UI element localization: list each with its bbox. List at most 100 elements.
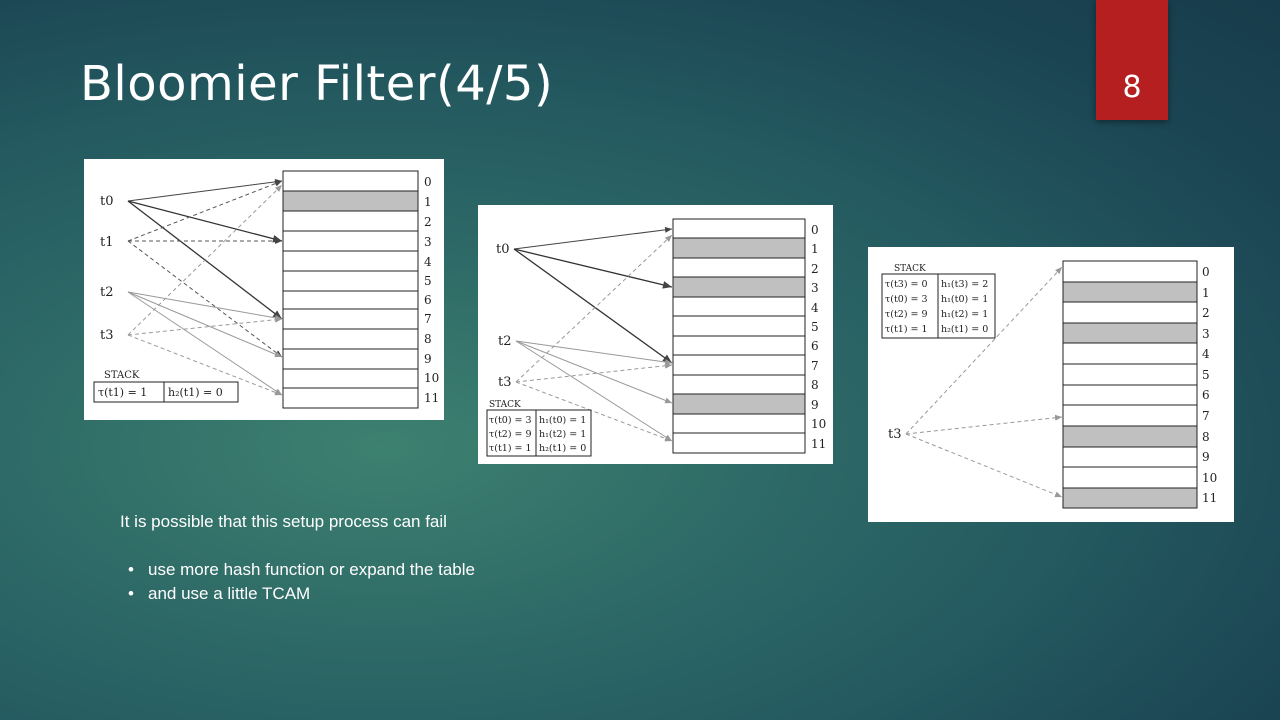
slot-index: 0 bbox=[1202, 265, 1210, 279]
key-label: t3 bbox=[888, 427, 902, 442]
slot-index: 5 bbox=[811, 320, 819, 334]
stack-entry: τ(t1) = 1 bbox=[489, 443, 532, 454]
diagram-step-1: t0 t1 t2 t3 0 1 2 3 4 5 6 7 bbox=[84, 159, 444, 420]
diagram-step-3-svg: t3 0 1 2 3 4 5 6 7 8 9 10 11 bbox=[881, 260, 1217, 509]
table-slot bbox=[1062, 404, 1198, 427]
slot-index: 9 bbox=[424, 352, 432, 366]
table-slot bbox=[672, 374, 806, 395]
table-slot bbox=[282, 290, 419, 310]
table-slot-filled bbox=[1062, 281, 1198, 303]
table-slot bbox=[1062, 260, 1198, 283]
table-slot-filled bbox=[1062, 487, 1198, 509]
slot-index: 8 bbox=[1202, 430, 1210, 444]
slot-index: 0 bbox=[424, 175, 432, 189]
table-slot bbox=[282, 270, 419, 292]
slot-index: 8 bbox=[811, 378, 819, 392]
slide-title: Bloomier Filter(4/5) bbox=[80, 56, 554, 112]
stack-entry: h₁(t2) = 1 bbox=[539, 429, 586, 440]
table-slot bbox=[1062, 301, 1198, 324]
stack-label: STACK bbox=[894, 264, 926, 274]
key-label: t1 bbox=[100, 235, 114, 250]
stack-box bbox=[93, 381, 239, 403]
table-slot bbox=[1062, 446, 1198, 468]
slot-index: 3 bbox=[811, 281, 819, 295]
page-number: 8 bbox=[1122, 70, 1142, 105]
table-slot bbox=[282, 230, 419, 252]
table-slot bbox=[282, 210, 419, 232]
stack-entry: h₁(t0) = 1 bbox=[941, 294, 988, 305]
table-slot bbox=[1062, 384, 1198, 406]
stack-entry: τ(t1) = 1 bbox=[885, 324, 928, 335]
slot-index: 10 bbox=[424, 371, 439, 385]
stack-entry: τ(t1) = 1 bbox=[98, 386, 147, 399]
slot-index: 2 bbox=[811, 262, 819, 276]
hash-edges bbox=[513, 226, 673, 442]
slot-index: 4 bbox=[811, 301, 819, 315]
key-label: t2 bbox=[498, 334, 512, 349]
slot-index: 5 bbox=[1202, 368, 1210, 382]
stack-entry: h₁(t0) = 1 bbox=[539, 415, 586, 426]
table-slot-filled bbox=[672, 393, 806, 415]
key-label: t3 bbox=[498, 375, 512, 390]
note-text: It is possible that this setup process c… bbox=[120, 512, 447, 531]
slot-index: 9 bbox=[811, 398, 819, 412]
stack-entry: h₁(t2) = 1 bbox=[941, 309, 988, 320]
slot-index: 6 bbox=[811, 339, 819, 353]
hash-edges bbox=[127, 178, 283, 396]
slot-index: 7 bbox=[811, 359, 819, 373]
stack-label: STACK bbox=[104, 370, 140, 381]
key-label: t2 bbox=[100, 285, 114, 300]
table-slot bbox=[672, 296, 806, 317]
table-slot bbox=[672, 315, 806, 337]
diagram-step-2-svg: t0 t2 t3 0 1 2 3 4 5 6 7 8 9 bbox=[486, 218, 826, 457]
slot-index: 7 bbox=[1202, 409, 1210, 423]
note-block: It is possible that this setup process c… bbox=[120, 510, 475, 606]
hash-table bbox=[282, 170, 419, 409]
table-slot bbox=[672, 335, 806, 356]
stack-entry: τ(t0) = 3 bbox=[885, 294, 928, 305]
table-slot bbox=[1062, 363, 1198, 386]
slot-index: 10 bbox=[1202, 471, 1217, 485]
slot-index: 9 bbox=[1202, 450, 1210, 464]
hash-table bbox=[672, 218, 806, 454]
slot-index: 3 bbox=[1202, 327, 1210, 341]
slot-index: 7 bbox=[424, 312, 432, 326]
slot-index: 6 bbox=[1202, 388, 1210, 402]
diagram-step-1-svg: t0 t1 t2 t3 0 1 2 3 4 5 6 7 bbox=[93, 170, 439, 409]
slot-index: 1 bbox=[1202, 286, 1210, 300]
key-label: t0 bbox=[496, 242, 510, 257]
table-slot bbox=[1062, 342, 1198, 365]
slot-index: 1 bbox=[424, 195, 432, 209]
table-slot-filled bbox=[1062, 322, 1198, 344]
table-slot-filled bbox=[672, 276, 806, 298]
hash-table bbox=[1062, 260, 1198, 509]
stack-entry: h₂(t1) = 0 bbox=[168, 386, 223, 399]
stack-entry: τ(t0) = 3 bbox=[489, 415, 532, 426]
slot-index: 4 bbox=[424, 255, 432, 269]
table-slot-filled bbox=[672, 237, 806, 259]
slot-index: 0 bbox=[811, 223, 819, 237]
table-slot bbox=[282, 250, 419, 272]
stack-entry: τ(t2) = 9 bbox=[885, 309, 928, 320]
slot-index: 10 bbox=[811, 417, 826, 431]
hash-edges bbox=[905, 266, 1063, 498]
slot-index: 11 bbox=[811, 437, 826, 451]
table-slot bbox=[282, 387, 419, 409]
table-slot bbox=[282, 170, 419, 192]
stack-entry: h₂(t1) = 0 bbox=[941, 324, 988, 335]
table-slot bbox=[672, 218, 806, 239]
stack-label: STACK bbox=[489, 400, 521, 410]
table-slot bbox=[1062, 466, 1198, 489]
bullet-item: and use a little TCAM bbox=[128, 582, 475, 606]
note-bullets: use more hash function or expand the tab… bbox=[120, 558, 475, 606]
table-slot bbox=[672, 413, 806, 434]
slot-index: 2 bbox=[1202, 306, 1210, 320]
slot-index: 11 bbox=[424, 391, 439, 405]
bullet-item: use more hash function or expand the tab… bbox=[128, 558, 475, 582]
stack-entry: h₁(t3) = 2 bbox=[941, 279, 988, 290]
diagram-step-3: t3 0 1 2 3 4 5 6 7 8 9 10 11 bbox=[868, 247, 1234, 522]
slot-index: 2 bbox=[424, 215, 432, 229]
slot-index: 6 bbox=[424, 293, 432, 307]
slot-index: 3 bbox=[424, 235, 432, 249]
slot-index: 11 bbox=[1202, 491, 1217, 505]
